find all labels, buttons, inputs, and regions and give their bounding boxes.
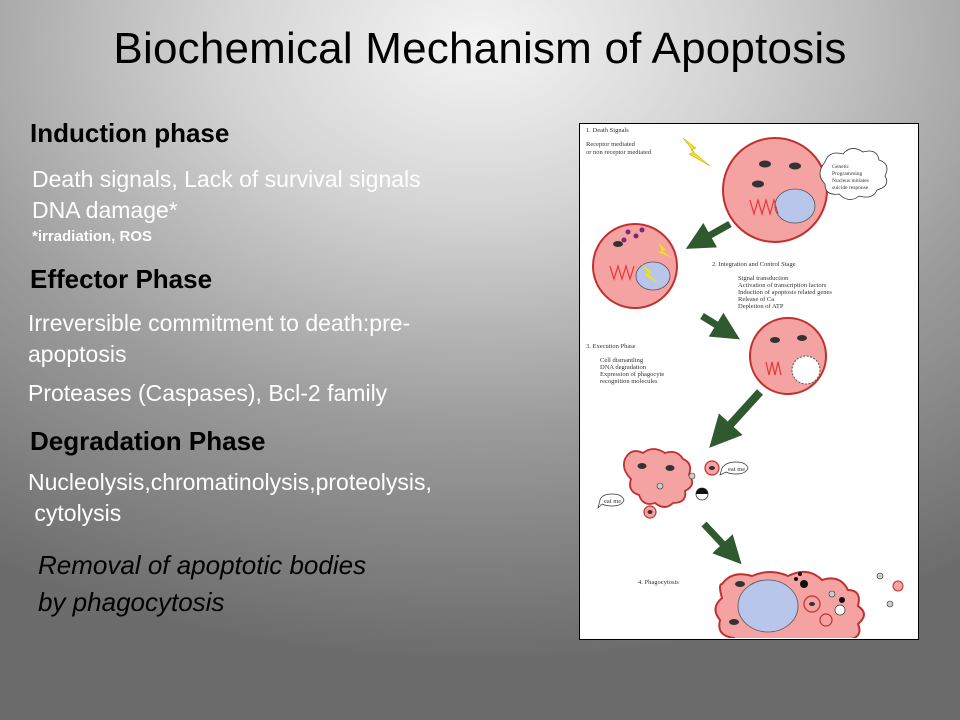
effector-heading: Effector Phase — [30, 264, 213, 294]
eat-me-label-2: eat me — [604, 498, 621, 505]
stage3-line-4: recognition molecules — [600, 378, 658, 385]
apoptosis-diagram-svg: 1. Death Signals Receptor mediated or no… — [586, 127, 904, 638]
effector-line-1: Irreversible commitment to death:pre- — [28, 310, 411, 336]
stage3-title: 3. Execution Phase — [586, 343, 636, 350]
bubble-line-4: suicide response — [832, 185, 869, 191]
stage1-line-1: Receptor mediated — [586, 141, 636, 148]
stage1-line-2: or non receptor mediated — [586, 149, 652, 156]
cell-stage-1 — [722, 137, 828, 243]
effector-line-2: apoptosis — [28, 341, 127, 367]
stage4-title: 4. Phagocytosis — [638, 579, 679, 586]
stage3-line-1: Cell dismantling — [600, 357, 644, 364]
induction-line-1: Death signals, Lack of survival signals — [32, 166, 421, 192]
arrow-2-icon — [700, 312, 740, 340]
stage2-line-4: Release of Ca — [738, 296, 774, 303]
stage3-line-2: DNA degradation — [600, 364, 647, 371]
phagocyte-cell — [714, 570, 865, 638]
cell-stage-2 — [592, 223, 678, 309]
bubble-line-1: Genetic — [832, 164, 850, 170]
removal-line-2: by phagocytosis — [38, 587, 225, 617]
lightning-bolt-icon — [682, 137, 711, 167]
thought-bubble: Genetic Programming Nucleus initiates su… — [819, 148, 888, 200]
degradation-line-1: Nucleolysis,chromatinolysis,proteolysis, — [28, 469, 432, 495]
stage2-line-3: Induction of apoptosis related genes — [738, 289, 832, 296]
bubble-line-2: Programming — [832, 171, 862, 177]
arrow-4-icon — [701, 521, 742, 565]
stage3-line-3: Expression of phagocyte — [600, 371, 664, 378]
stage2-line-1: Signal transduction — [738, 275, 789, 282]
effector-line-3: Proteases (Caspases), Bcl-2 family — [28, 380, 388, 406]
stage2-line-2: Activation of transcription factors — [738, 282, 827, 289]
eat-me-label-1: eat me — [728, 466, 745, 473]
removal-line-1: Removal of apoptotic bodies — [38, 550, 367, 580]
apoptotic-bodies — [622, 448, 720, 519]
stage2-title: 2. Integration and Control Stage — [712, 261, 796, 268]
slide-title: Biochemical Mechanism of Apoptosis — [113, 24, 847, 73]
arrow-1-icon — [685, 220, 732, 249]
degradation-line-2: cytolysis — [28, 500, 122, 526]
cell-stage-3 — [749, 317, 827, 395]
degradation-heading: Degradation Phase — [30, 426, 266, 456]
induction-line-2: DNA damage* — [32, 197, 178, 223]
induction-heading: Induction phase — [30, 118, 230, 148]
arrow-3-icon — [709, 389, 763, 448]
stage1-title: 1. Death Signals — [586, 127, 629, 134]
induction-note: *irradiation, ROS — [32, 228, 153, 245]
stage2-line-5: Depletion of ATP — [738, 303, 784, 310]
bubble-line-3: Nucleus initiates — [832, 178, 869, 184]
apoptosis-diagram: 1. Death Signals Receptor mediated or no… — [579, 123, 919, 640]
